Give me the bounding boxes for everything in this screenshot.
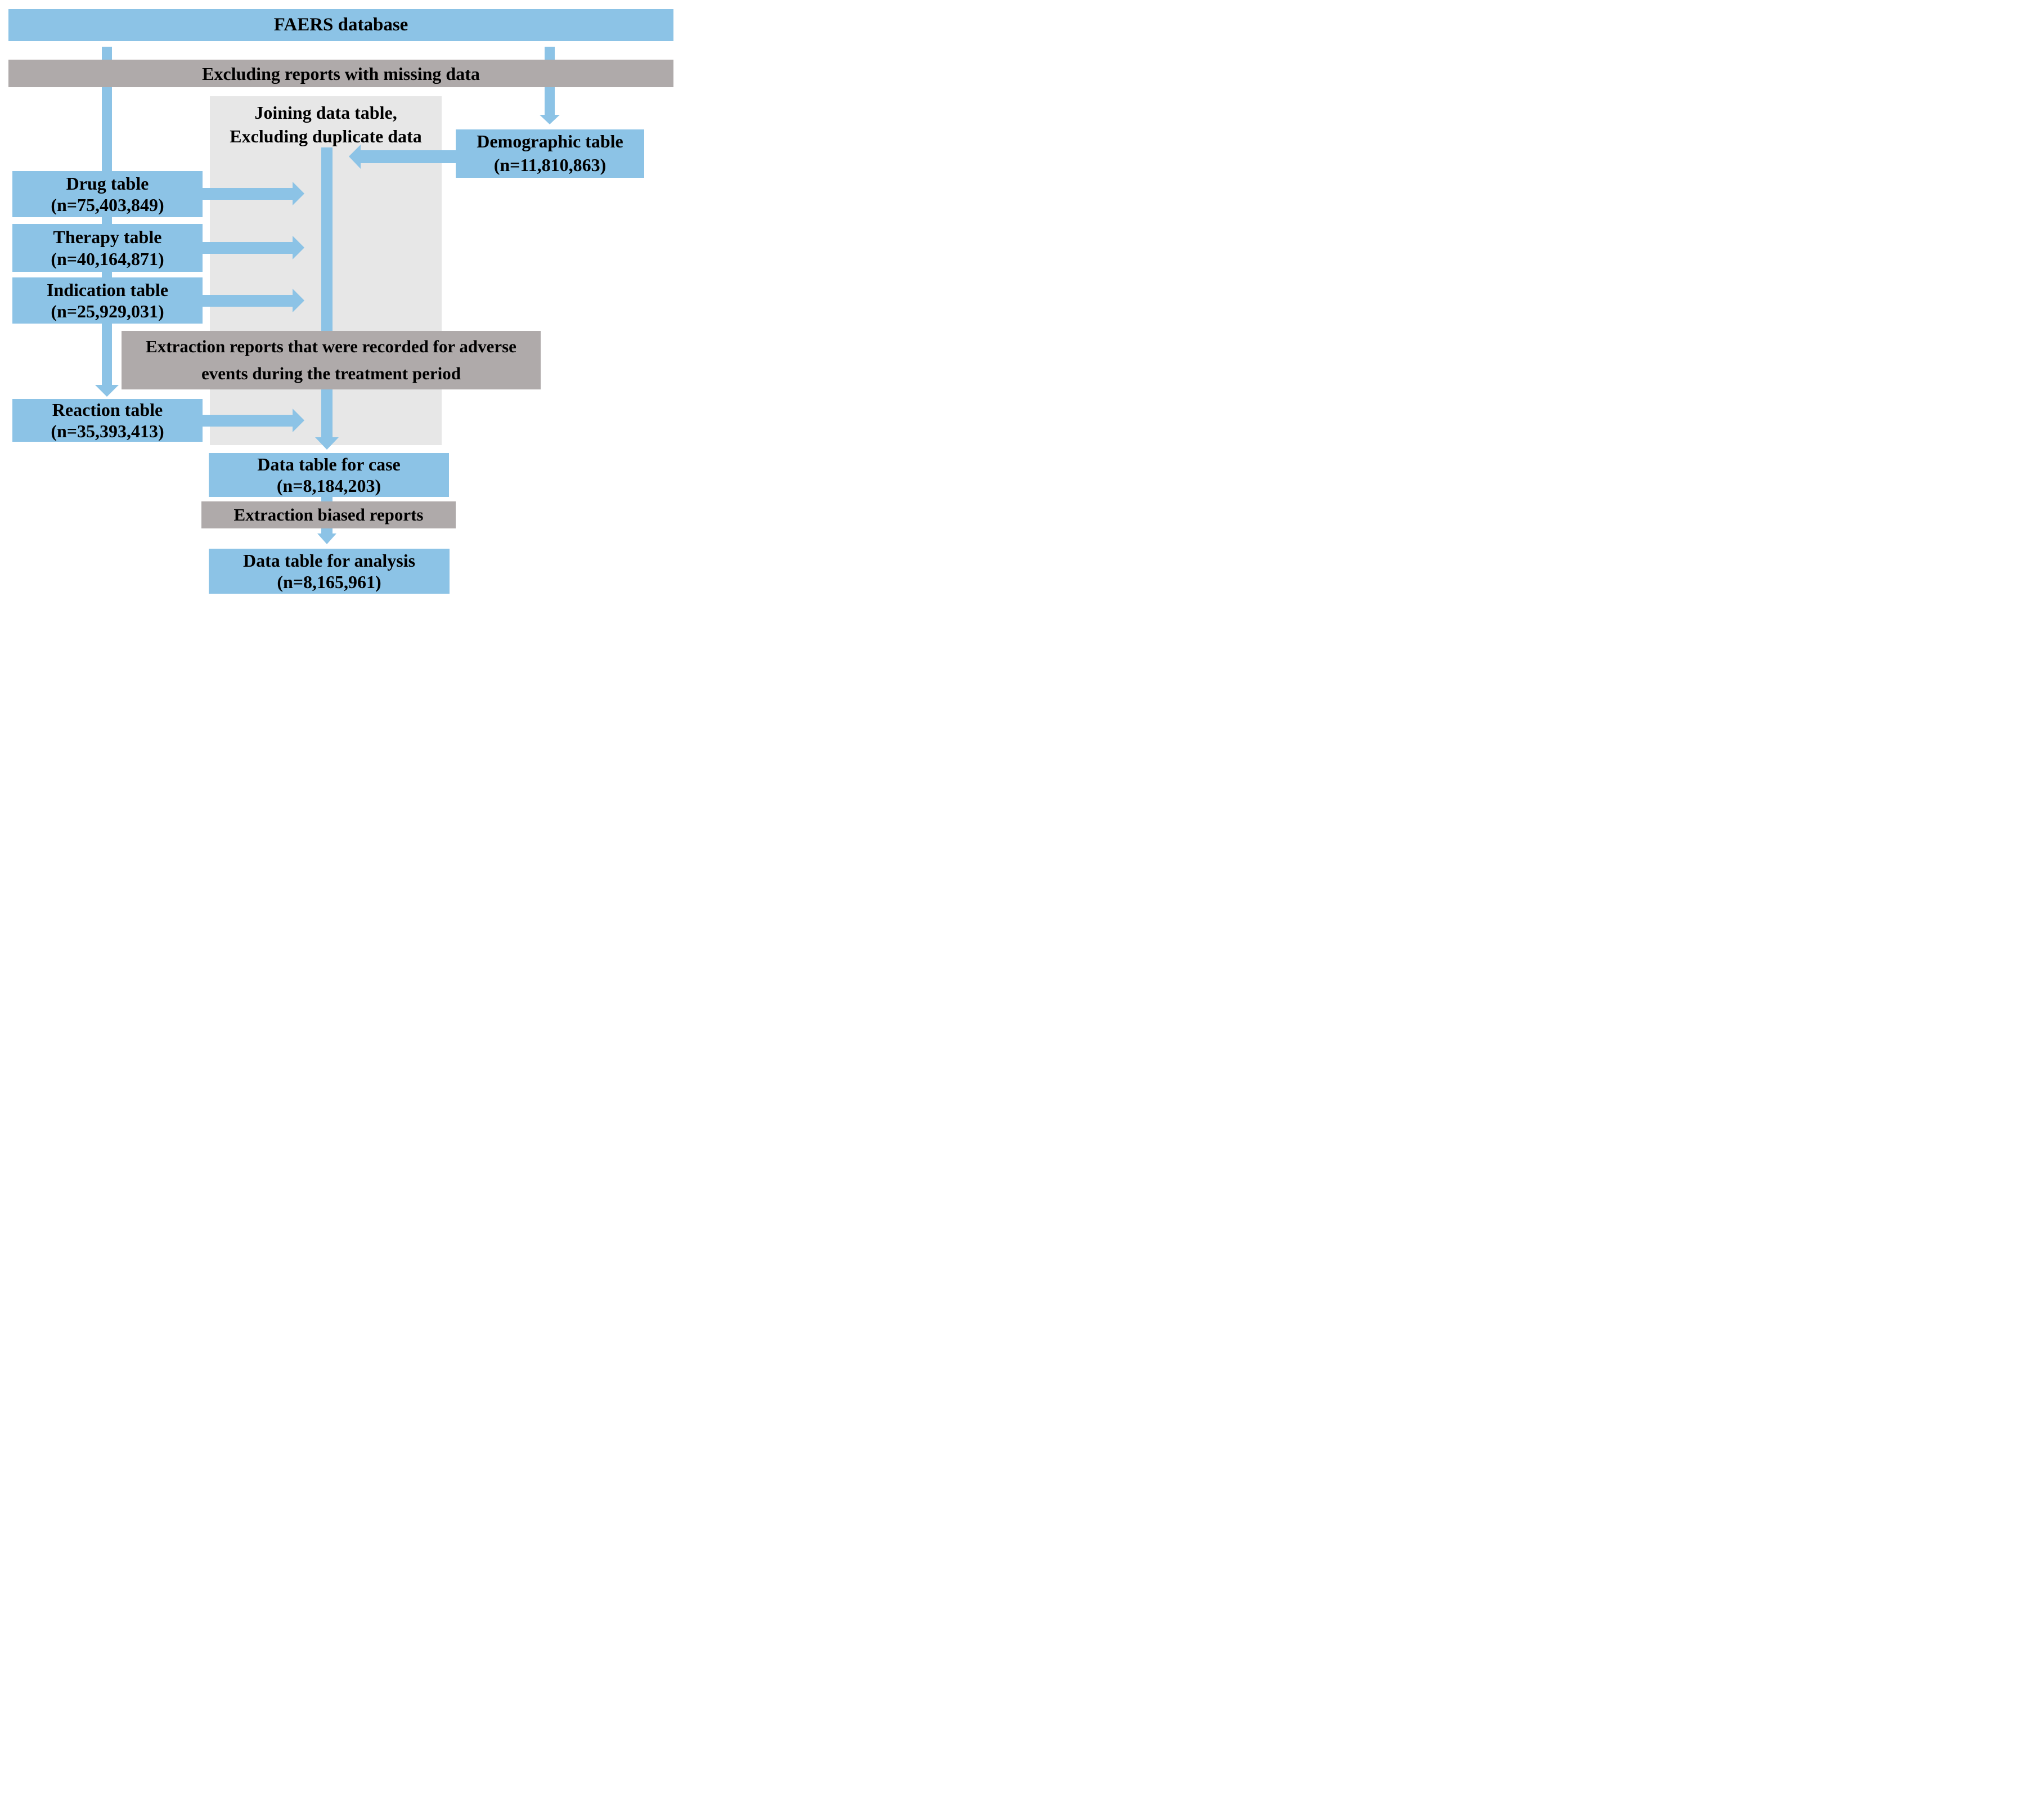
- extraction-adverse-events-line2: events during the treatment period: [201, 364, 461, 383]
- extraction-biased-reports-label: Extraction biased reports: [233, 504, 424, 524]
- arrow-indication-to-join-shaft: [203, 295, 293, 307]
- drug-table-count: (n=75,403,849): [51, 195, 164, 215]
- arrow-faers-to-demographic-head-icon: [540, 115, 560, 124]
- arrow-join-to-case-head-icon: [315, 437, 339, 450]
- demographic-table-title: Demographic table: [477, 131, 623, 152]
- data-table-for-case-count: (n=8,184,203): [276, 476, 381, 496]
- node-extraction-adverse-events: Extraction reports that were recorded fo…: [122, 331, 541, 389]
- arrow-therapy-to-join-head-icon: [293, 236, 304, 259]
- extraction-adverse-events-line1: Extraction reports that were recorded fo…: [146, 336, 516, 356]
- node-demographic-table: Demographic table (n=11,810,863): [456, 129, 644, 178]
- arrow-demographic-to-join-head-icon: [349, 145, 361, 169]
- data-table-for-analysis-count: (n=8,165,961): [277, 572, 381, 592]
- node-extraction-biased-reports: Extraction biased reports: [201, 501, 456, 528]
- drug-table-title: Drug table: [66, 173, 149, 194]
- arrow-indication-to-join-head-icon: [293, 289, 304, 312]
- node-indication-table: Indication table (n=25,929,031): [12, 277, 203, 324]
- node-faers-database: FAERS database: [8, 9, 673, 41]
- arrow-biased-to-analysis-head-icon: [317, 533, 336, 544]
- data-table-for-case-title: Data table for case: [257, 454, 401, 474]
- therapy-table-count: (n=40,164,871): [51, 248, 164, 269]
- node-data-table-for-case: Data table for case (n=8,184,203): [209, 453, 449, 497]
- node-data-table-for-analysis: Data table for analysis (n=8,165,961): [209, 549, 450, 594]
- join-panel-label: Joining data table, Excluding duplicate …: [210, 101, 442, 148]
- arrow-drug-to-join-shaft: [203, 188, 293, 200]
- therapy-table-title: Therapy table: [53, 227, 162, 248]
- demographic-table-count: (n=11,810,863): [493, 155, 607, 175]
- flowchart-canvas: FAERS database Excluding reports with mi…: [0, 0, 681, 602]
- reaction-table-count: (n=35,393,413): [51, 421, 164, 441]
- indication-table-count: (n=25,929,031): [51, 301, 164, 321]
- arrow-drug-to-join-head-icon: [293, 182, 304, 205]
- node-drug-table: Drug table (n=75,403,849): [12, 171, 203, 217]
- arrow-reaction-to-join-shaft: [203, 415, 293, 427]
- data-table-for-analysis-title: Data table for analysis: [242, 550, 416, 571]
- arrow-faers-to-reaction-head-icon: [95, 385, 119, 397]
- arrow-biased-to-analysis-shaft: [321, 528, 333, 533]
- reaction-table-title: Reaction table: [52, 399, 163, 420]
- excluding-missing-data-label: Excluding reports with missing data: [202, 63, 480, 84]
- join-panel-label-line2: Excluding duplicate data: [230, 125, 422, 146]
- join-panel-label-line1: Joining data table,: [254, 102, 397, 123]
- node-reaction-table: Reaction table (n=35,393,413): [12, 399, 203, 442]
- faers-database-label: FAERS database: [273, 14, 408, 35]
- arrow-reaction-to-join-head-icon: [293, 409, 304, 432]
- arrow-therapy-to-join-shaft: [203, 242, 293, 254]
- arrow-demographic-to-join-shaft: [361, 150, 456, 163]
- node-therapy-table: Therapy table (n=40,164,871): [12, 224, 203, 272]
- connector-case-to-biased: [321, 497, 333, 501]
- indication-table-title: Indication table: [46, 279, 169, 300]
- node-excluding-missing-data: Excluding reports with missing data: [8, 60, 673, 87]
- arrow-join-to-case-shaft: [321, 147, 333, 437]
